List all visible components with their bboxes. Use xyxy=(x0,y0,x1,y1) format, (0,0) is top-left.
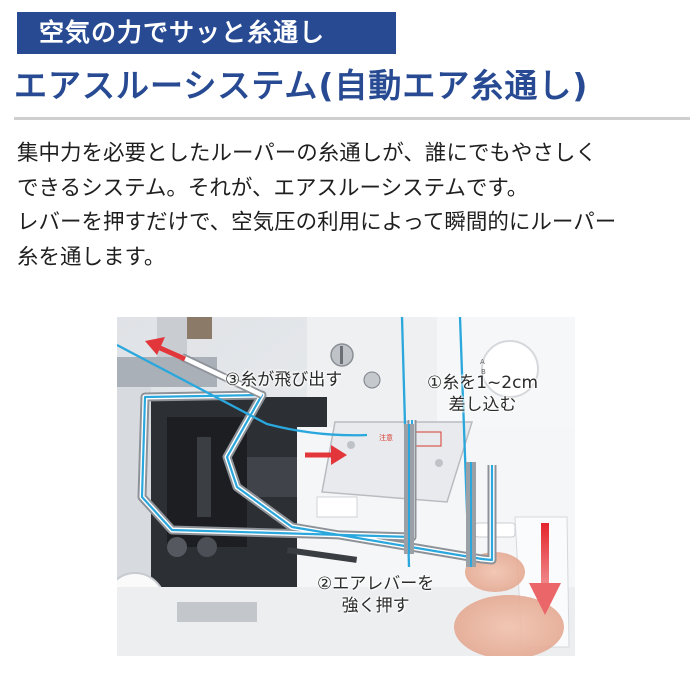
tagline-banner: 空気の力でサッと糸通し xyxy=(17,12,396,54)
air-threading-photo: A B 注意 xyxy=(117,317,575,656)
caution-label: 注意 xyxy=(379,433,393,442)
arrow-press-down-icon xyxy=(529,523,561,615)
description-line: レバーを押すだけで、空気圧の利用によって瞬間的にルーパー xyxy=(17,210,617,235)
serger-illustration: A B 注意 xyxy=(117,317,575,656)
description-line: 集中力を必要としたルーパーの糸通しが、誰にでもやさしく xyxy=(17,141,597,166)
svg-text:B: B xyxy=(481,368,486,376)
description-line: できるシステム。それが、エアスルーシステムです。 xyxy=(17,175,529,201)
description-line: 糸を通します。 xyxy=(17,244,166,270)
dial-knob xyxy=(481,340,539,398)
svg-text:A: A xyxy=(480,358,485,366)
step2-label: ②エアレバーを 強く押す xyxy=(317,574,435,616)
tagline-text: 空気の力でサッと糸通し xyxy=(39,18,326,47)
step1-label: ①糸を1~2cm 差し込む xyxy=(427,373,539,415)
page-title: エアスルーシステム(自動エア糸通し) xyxy=(14,66,589,105)
arrow-thread-exit-icon xyxy=(145,337,187,362)
title-divider xyxy=(14,117,690,120)
air-tube-path xyxy=(137,353,497,565)
step3-label: ③糸が飛び出す xyxy=(225,370,343,390)
arrow-right-icon xyxy=(305,445,347,465)
description: 集中力を必要としたルーパーの糸通しが、誰にでもやさしく できるシステム。それが、… xyxy=(17,137,697,275)
finger-pressing-lever xyxy=(454,552,564,656)
